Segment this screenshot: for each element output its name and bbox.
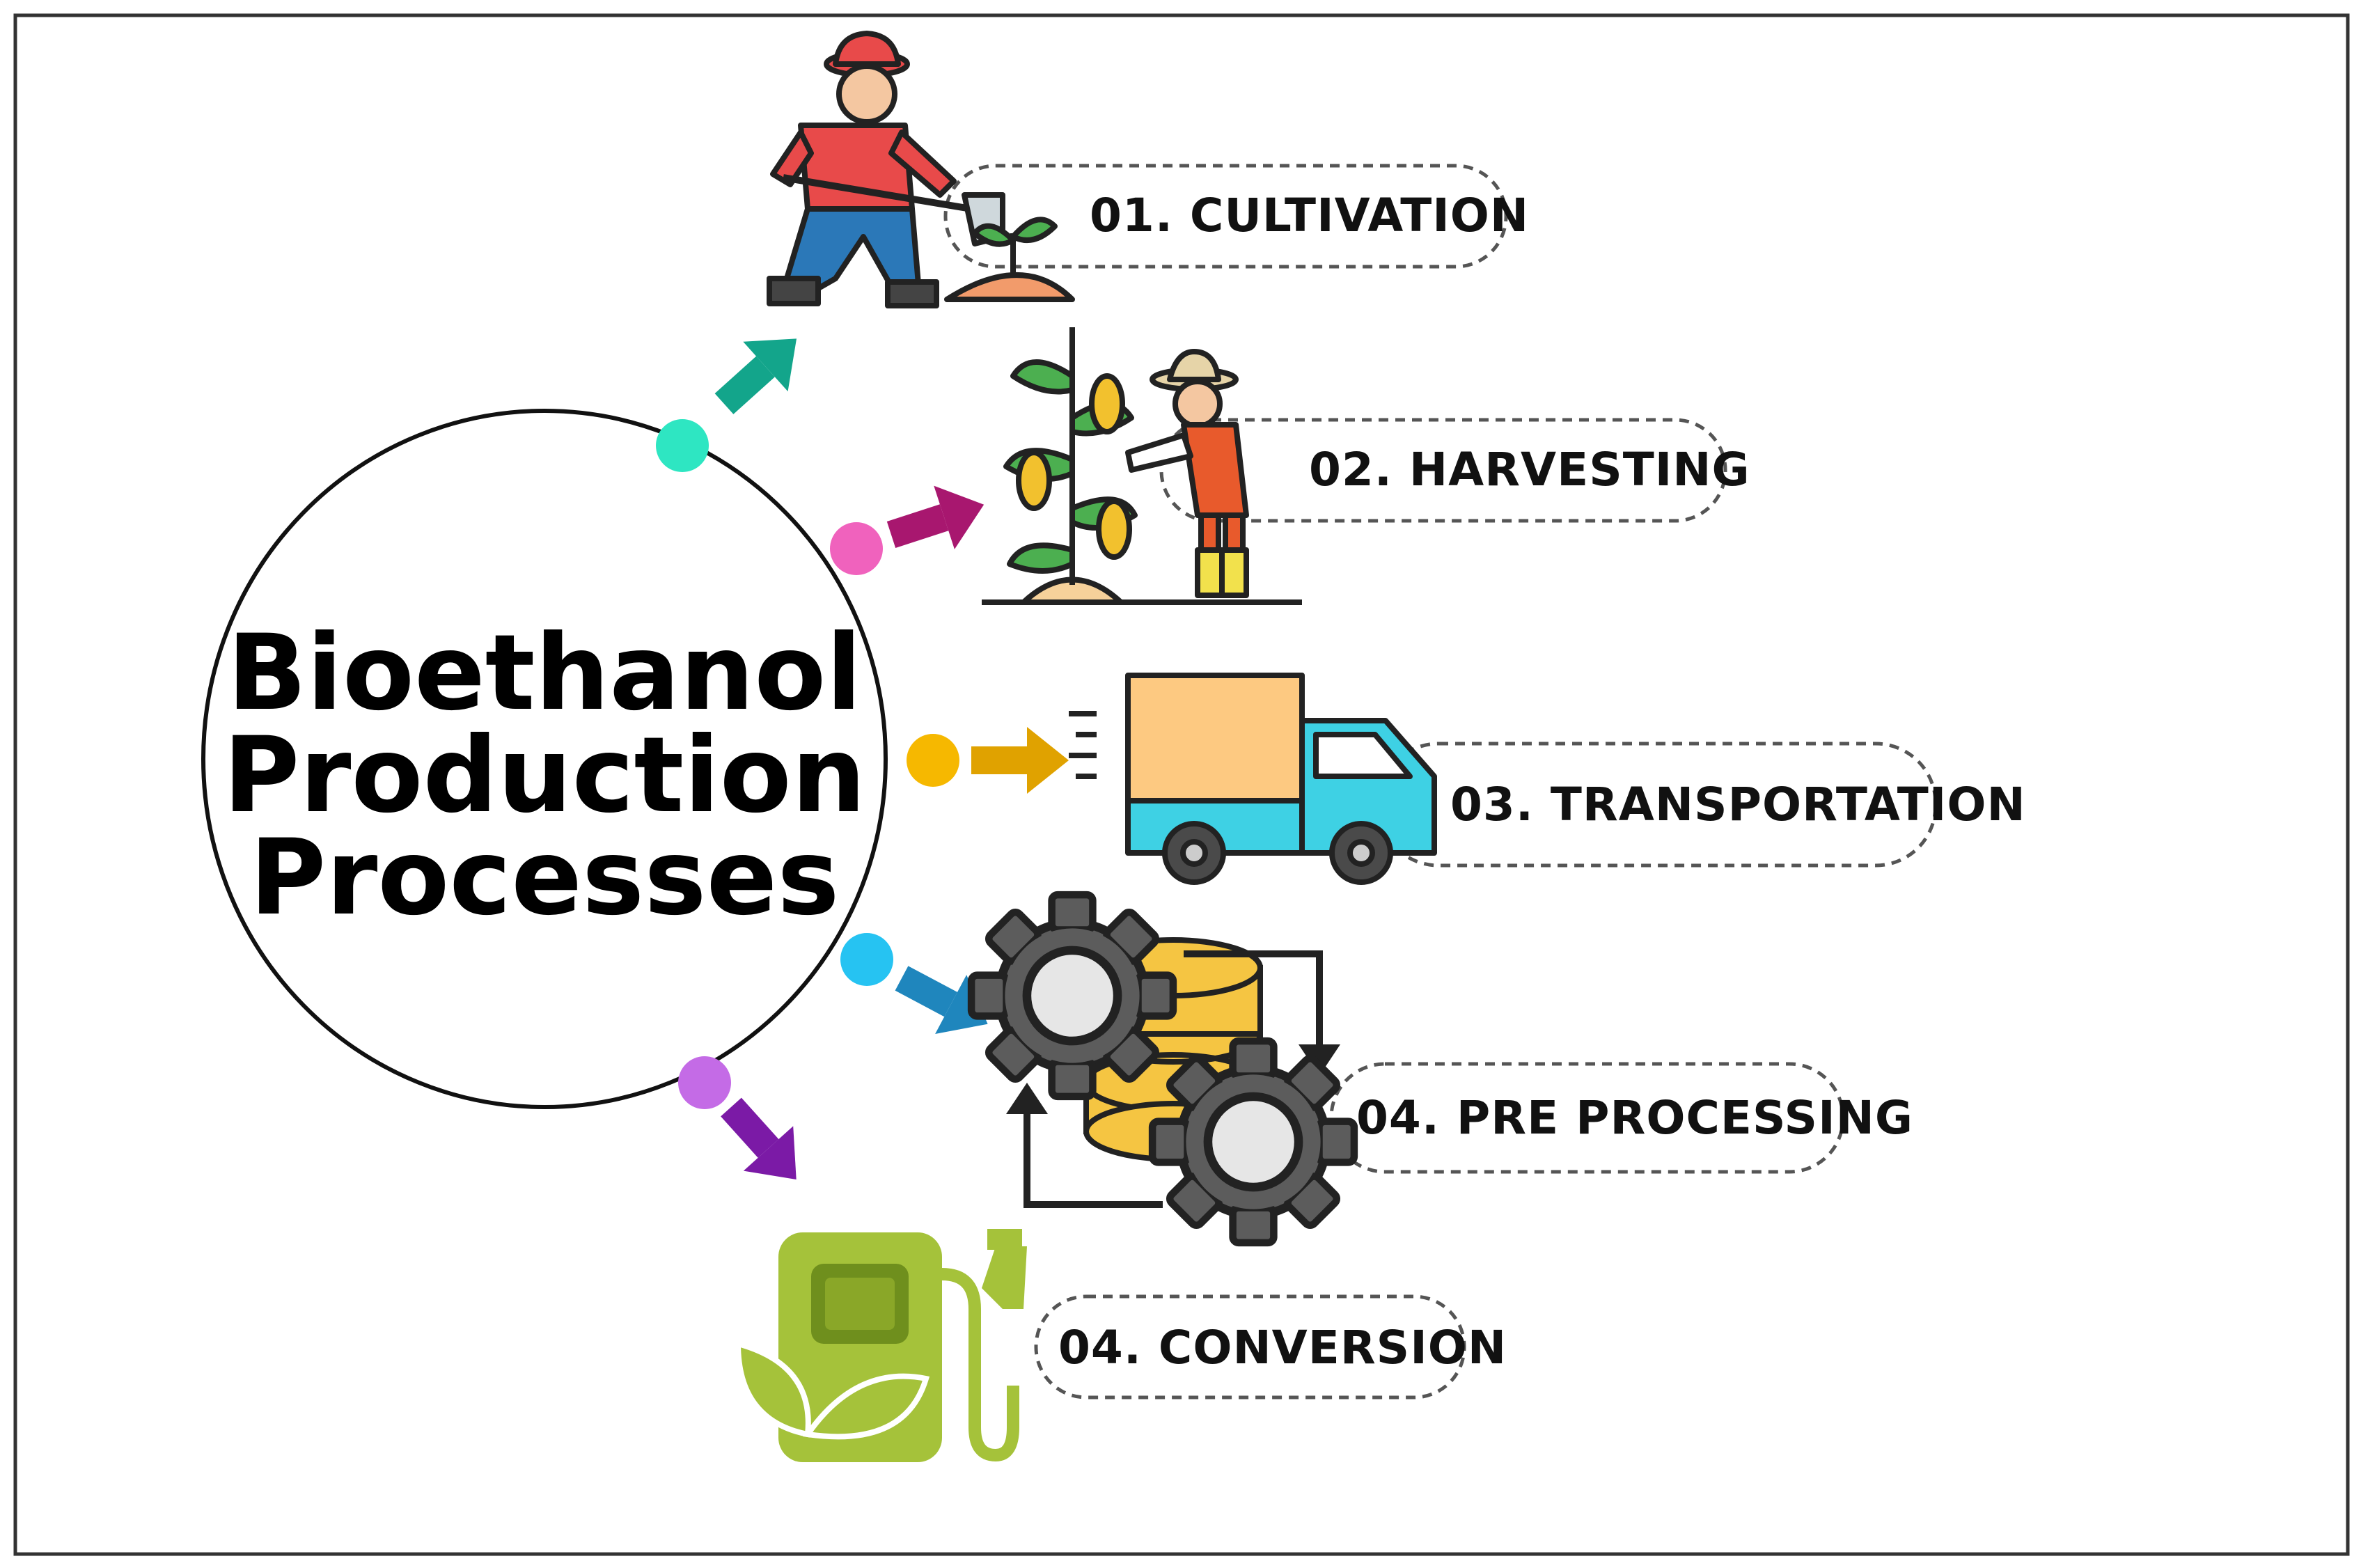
connector-dot — [678, 1056, 731, 1109]
step-label-text: 01. CULTIVATION — [1090, 189, 1529, 242]
center-circle — [201, 409, 888, 1109]
speed-lines — [1069, 711, 1097, 779]
harvesting-corn-icon — [982, 327, 1302, 605]
step-harvesting: 02. HARVESTING — [982, 327, 1750, 605]
connector-transportation — [907, 711, 1097, 794]
connector-dot — [830, 522, 883, 575]
connector-dot — [840, 933, 893, 986]
step-label-text: 03. TRANSPORTATION — [1450, 778, 2026, 831]
center-title-line-3: Processes — [249, 817, 839, 939]
arrow-icon — [721, 1097, 797, 1180]
arrow-icon — [714, 338, 797, 414]
step-conversion: 04. CONVERSION — [735, 1229, 1507, 1462]
connector-dot — [907, 734, 959, 787]
arrow-icon — [971, 727, 1069, 794]
step-label-box — [943, 164, 1508, 269]
connector-harvesting — [830, 485, 985, 575]
step-label-text: 04. PRE PROCESSING — [1356, 1091, 1913, 1145]
step-label-box — [1034, 1294, 1466, 1400]
connector-conversion — [678, 1056, 797, 1180]
center-title-line-1: Bioethanol — [227, 613, 862, 734]
step-label-box — [1159, 418, 1727, 523]
step-pre-processing: 04. PRE PROCESSING — [971, 895, 1913, 1243]
arrow-icon — [886, 485, 985, 549]
step-cultivation: 01. CULTIVATION — [767, 31, 1529, 308]
gears-database-icon — [971, 895, 1354, 1243]
farmer-digging-icon — [767, 31, 1075, 308]
connector-cultivation — [656, 338, 797, 472]
step-label-text: 04. CONVERSION — [1058, 1321, 1507, 1374]
step-transportation: 03. TRANSPORTATION — [1125, 673, 2026, 885]
center-title-line-2: Production — [223, 715, 866, 836]
biofuel-pump-icon — [735, 1229, 1027, 1462]
connector-dot — [656, 419, 709, 472]
center-node: Bioethanol Production Processes — [201, 409, 888, 1109]
step-label-text: 02. HARVESTING — [1309, 443, 1750, 496]
connector-pre-processing — [840, 933, 988, 1034]
delivery-truck-icon — [1125, 673, 1437, 885]
